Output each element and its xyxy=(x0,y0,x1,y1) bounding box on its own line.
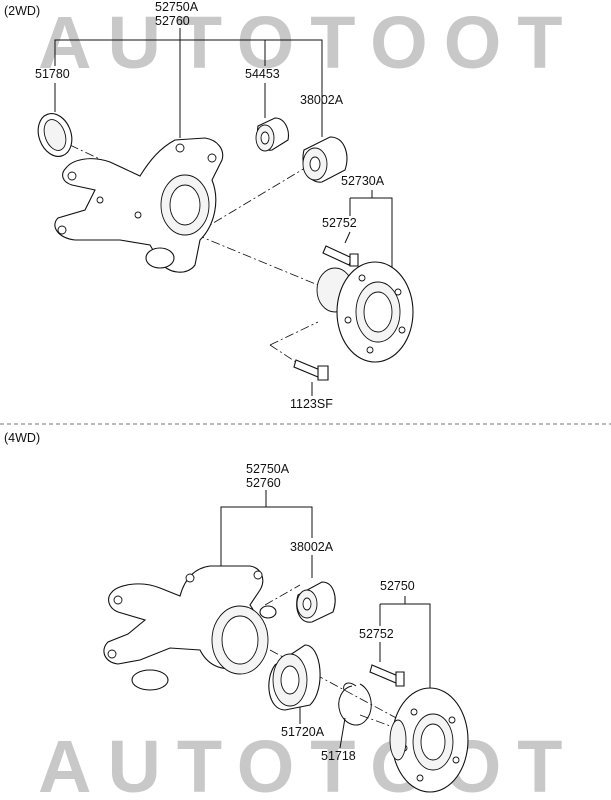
label-1123sf: 1123SF xyxy=(290,397,333,411)
bolt-1123sf xyxy=(293,359,329,381)
knuckle-2wd xyxy=(54,137,224,273)
label-52752: 52752 xyxy=(322,216,357,230)
hub-bolt-52752 xyxy=(322,245,359,267)
bush-54453 xyxy=(255,117,289,152)
label-52752-4wd: 52752 xyxy=(359,627,394,641)
bearing-51720a xyxy=(268,644,321,711)
bush-38002a xyxy=(302,136,348,183)
label-52750a: 52750A xyxy=(155,0,199,14)
section-2wd: (2WD) 52750A 52760 51780 54453 38002A 52… xyxy=(4,0,414,411)
snap-ring-51718 xyxy=(338,682,372,726)
label-51780: 51780 xyxy=(35,67,70,81)
label-52730a: 52730A xyxy=(341,174,385,188)
label-38002a-4wd: 38002A xyxy=(290,540,334,554)
watermark-top: AUTOTOOT xyxy=(38,1,579,84)
seal-51780 xyxy=(37,113,73,157)
label-54453: 54453 xyxy=(245,67,280,81)
hub-52750-4wd xyxy=(389,687,469,793)
hub-bolt-52752-4wd xyxy=(369,664,405,687)
leader-lines-2wd xyxy=(54,28,393,396)
bush-38002a-4wd xyxy=(296,581,336,623)
section-label-2wd: (2WD) xyxy=(4,4,40,18)
section-label-4wd: (4WD) xyxy=(4,431,40,445)
knuckle-4wd xyxy=(103,565,277,691)
watermark-bottom: AUTOTOOT xyxy=(38,725,579,800)
label-51718: 51718 xyxy=(321,749,356,763)
label-52760: 52760 xyxy=(155,14,190,28)
label-52750-4wd: 52750 xyxy=(380,579,415,593)
label-52760-4wd: 52760 xyxy=(246,476,281,490)
section-4wd: (4WD) 52750A 52760 38002A 52750 52752 51… xyxy=(4,431,469,793)
label-52750a-4wd: 52750A xyxy=(246,462,290,476)
hub-assy-52730a xyxy=(316,261,414,363)
label-51720a: 51720A xyxy=(281,725,325,739)
